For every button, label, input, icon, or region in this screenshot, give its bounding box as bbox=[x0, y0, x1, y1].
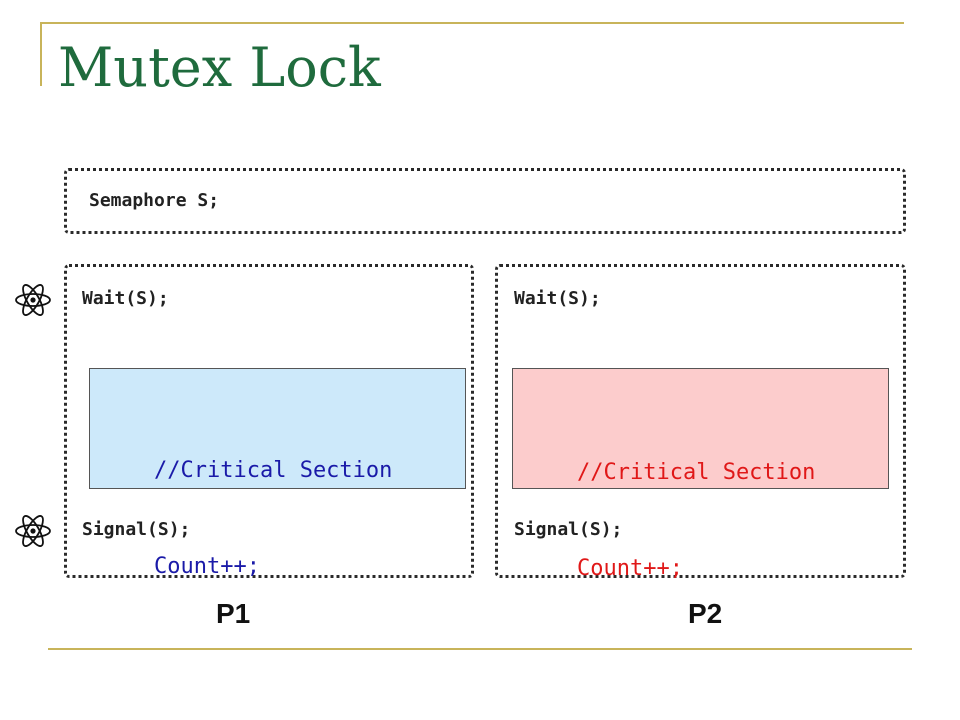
slide-title: Mutex Lock bbox=[58, 36, 381, 99]
p1-critical-statement: Count++; bbox=[154, 554, 260, 579]
p1-critical-comment: //Critical Section bbox=[154, 458, 393, 483]
left-rule bbox=[40, 22, 42, 86]
atom-icon bbox=[15, 515, 51, 547]
process-box-p2 bbox=[495, 264, 906, 578]
process-label-p2: P2 bbox=[688, 598, 723, 629]
p1-signal-statement: Signal(S); bbox=[82, 519, 191, 540]
process-label-p1: P1 bbox=[216, 598, 251, 629]
p2-critical-section: //Critical Section Count++; bbox=[512, 368, 889, 581]
bottom-rule bbox=[48, 648, 912, 650]
p2-critical-comment: //Critical Section bbox=[577, 460, 816, 485]
p1-critical-section: //Critical Section Count++; bbox=[89, 368, 466, 579]
p2-critical-statement: Count++; bbox=[577, 556, 683, 581]
atom-icon bbox=[15, 284, 51, 316]
process-box-p1 bbox=[64, 264, 474, 578]
p2-wait-statement: Wait(S); bbox=[514, 288, 601, 309]
p2-signal-statement: Signal(S); bbox=[514, 519, 623, 540]
semaphore-declaration: Semaphore S; bbox=[89, 190, 220, 211]
p1-wait-statement: Wait(S); bbox=[82, 288, 169, 309]
top-rule bbox=[40, 22, 904, 24]
shared-declaration-box bbox=[64, 168, 906, 234]
